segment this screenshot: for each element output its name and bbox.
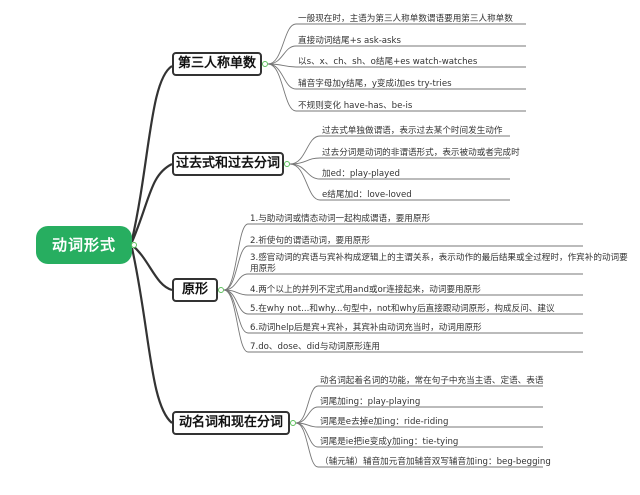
leaf-gerund-drop-e: 词尾是e去掉e加ing：ride-riding	[320, 417, 449, 427]
branch-third-person-singular[interactable]: 第三人称单数	[172, 52, 262, 76]
connector-root-branch4	[130, 247, 173, 424]
leaf-connector	[295, 422, 319, 468]
leaf-connector	[267, 23, 297, 65]
leaf-past-participle-usage: 过去分词是动词的非谓语形式，表示被动或者完成时	[322, 148, 520, 158]
leaf-gerund-add-ing: 词尾加ing：play-playing	[320, 397, 421, 407]
leaf-connector	[223, 289, 249, 315]
branch-gerund-collapse-dot[interactable]	[290, 420, 296, 426]
leaf-connector	[223, 273, 249, 291]
connector-root-branch1	[130, 65, 173, 241]
leaf-past-add-ed: 加ed：play-played	[322, 169, 401, 179]
leaf-connector	[267, 45, 297, 65]
leaf-third-person-y-to-ies: 辅音字母加y结尾，y变成i加es try-tries	[298, 79, 452, 89]
leaf-base-form-2: 2.祈使句的谓语动词，要用原形	[250, 236, 370, 246]
leaf-third-person-rule: 一般现在时，主语为第三人称单数谓语要用第三人称单数	[298, 14, 513, 24]
leaf-past-add-d: e结尾加d：love-loved	[322, 190, 412, 200]
leaf-third-person-irregular: 不规则变化 have-has、be-is	[298, 101, 413, 111]
branch-base-form-collapse-dot[interactable]	[218, 287, 224, 293]
leaf-connector	[295, 406, 319, 424]
branch-third-person-collapse-dot[interactable]	[262, 61, 268, 67]
leaf-gerund-function: 动名词起着名词的功能，常在句子中充当主语、定语、表语	[320, 376, 544, 386]
leaf-connector	[267, 63, 297, 112]
leaf-third-person-add-s: 直接动词结尾+s ask-asks	[298, 36, 401, 46]
leaf-connector	[223, 245, 249, 291]
leaf-base-form-7: 7.do、dose、did与动词原形连用	[250, 342, 381, 352]
leaf-connector	[289, 163, 321, 201]
leaf-connector	[223, 289, 249, 334]
leaf-gerund-ie-to-y: 词尾是ie把ie变成y加ing：tie-tying	[320, 437, 459, 447]
leaf-past-tense-usage: 过去式单独做谓语，表示过去某个时间发生动作	[322, 126, 503, 136]
leaf-gerund-double-consonant: （辅元辅）辅音加元音加辅音双写辅音加ing：beg-begging	[320, 457, 551, 467]
leaf-base-form-4: 4.两个以上的并列不定式用and或or连接起来，动词要用原形	[250, 285, 481, 295]
leaf-connector	[223, 289, 249, 353]
branch-base-form[interactable]: 原形	[172, 278, 218, 302]
leaf-connector	[289, 135, 321, 165]
leaf-base-form-6: 6.动词help后是宾+宾补，其宾补由动词充当时，动词用原形	[250, 323, 482, 333]
branch-past-tense-participle[interactable]: 过去式和过去分词	[172, 152, 284, 176]
leaf-connector	[223, 223, 249, 291]
branch-past-tense-collapse-dot[interactable]	[284, 161, 290, 167]
leaf-connector	[295, 385, 319, 424]
leaf-third-person-add-es: 以s、x、ch、sh、o结尾+es watch-watches	[298, 57, 478, 67]
leaf-base-form-5: 5.在why not...和why...句型中，not和why后直接跟动词原形，…	[250, 304, 555, 314]
root-collapse-dot[interactable]	[131, 242, 137, 248]
leaf-base-form-3: 3.感官动词的宾语与宾补构成逻辑上的主谓关系，表示动作的最后结果或全过程时，作宾…	[250, 253, 628, 274]
leaf-connector	[289, 163, 321, 180]
branch-gerund-present-participle[interactable]: 动名词和现在分词	[172, 411, 290, 435]
root-node[interactable]: 动词形式	[36, 226, 132, 264]
leaf-base-form-1: 1.与助动词或情态动词一起构成谓语，要用原形	[250, 214, 431, 224]
connector-root-branch2	[130, 163, 173, 243]
connector-root-branch3	[131, 244, 173, 292]
